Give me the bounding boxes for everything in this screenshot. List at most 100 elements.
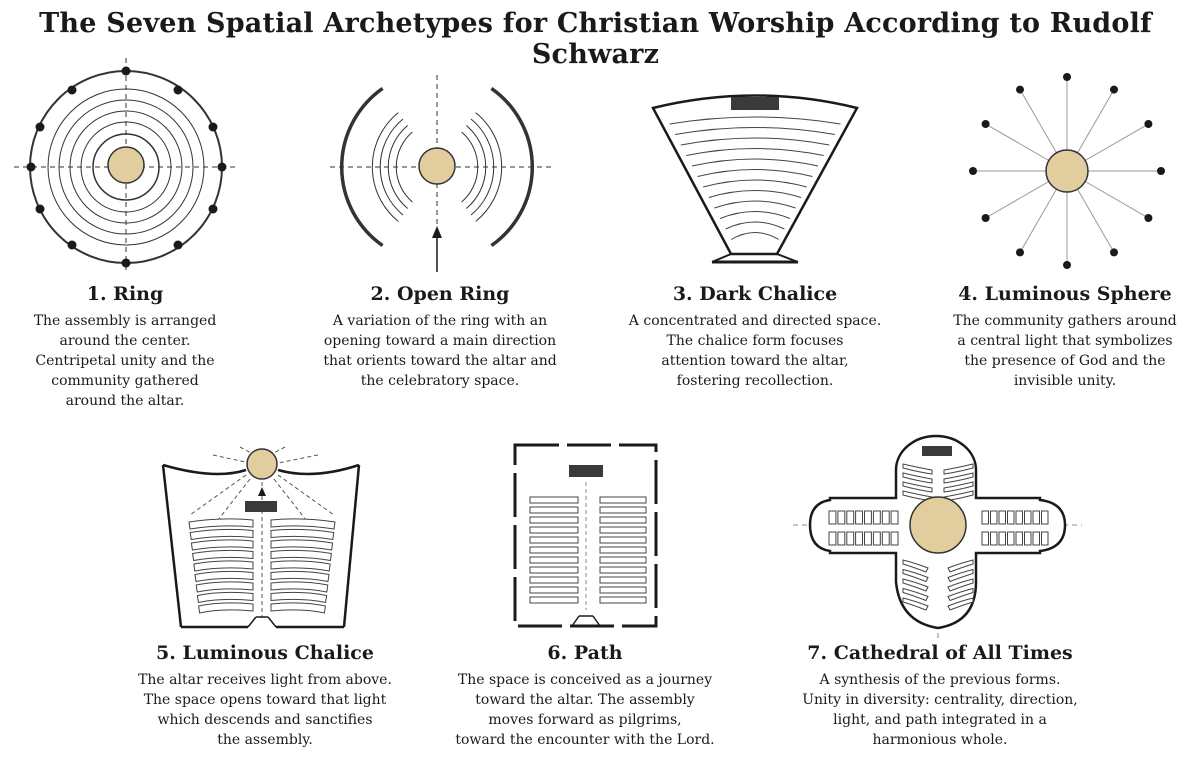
pew-arc [669, 116, 841, 125]
pew [1024, 510, 1032, 525]
pew [529, 506, 579, 514]
pew [529, 496, 579, 504]
pew [188, 518, 254, 530]
pew [599, 566, 647, 574]
pew [270, 570, 330, 583]
pew [943, 472, 974, 484]
pew [947, 587, 974, 602]
pew [990, 510, 998, 525]
pew-arc [697, 169, 813, 177]
pew [529, 586, 579, 594]
caption-cathedral: 7. Cathedral of All Times A synthesis of… [770, 642, 1110, 750]
pew [902, 472, 933, 484]
arrow-up-icon [432, 226, 442, 238]
pew [529, 576, 579, 584]
pew-arc [703, 179, 807, 188]
pew [270, 539, 334, 551]
pew [1032, 531, 1040, 546]
ray-dot [1063, 261, 1071, 269]
pew-arc [708, 190, 802, 198]
pew [1041, 531, 1049, 546]
pew [599, 556, 647, 564]
pew [881, 531, 890, 546]
dark-chalice-diagram [651, 94, 859, 264]
ray-dot [969, 167, 977, 175]
pew [599, 526, 647, 534]
pew [270, 591, 328, 604]
caption-luminous-sphere: 4. Luminous Sphere The community gathers… [940, 283, 1190, 391]
ray-dot [1144, 214, 1153, 222]
caption-heading: 1. Ring [86, 283, 164, 305]
altar-table [731, 97, 779, 110]
pew [270, 602, 326, 614]
caption-heading: 2. Open Ring [370, 283, 510, 305]
pew [943, 463, 974, 475]
caption-open-ring: 2. Open Ring A variation of the ring wit… [290, 283, 590, 391]
pew [529, 546, 579, 554]
pew-arc [730, 232, 780, 240]
pew [981, 531, 989, 546]
pew [902, 559, 929, 573]
pew [189, 528, 254, 541]
pew [599, 496, 647, 504]
caption-heading: 7. Cathedral of All Times [807, 642, 1073, 664]
pew [270, 549, 332, 562]
pew-arc [714, 200, 796, 209]
pew [902, 481, 933, 493]
caption-heading: 3. Dark Chalice [672, 283, 838, 305]
pew [529, 526, 579, 534]
light-circle [1045, 149, 1089, 193]
pew [872, 531, 881, 546]
pew [270, 528, 335, 541]
pew [902, 463, 933, 475]
pew [947, 597, 974, 611]
pew [855, 531, 863, 546]
caption-path: 6. Path The space is conceived as a jour… [425, 642, 745, 750]
pew [902, 578, 929, 592]
luminous-chalice-diagram [161, 446, 361, 629]
altar-table [569, 465, 603, 477]
caption-luminous-chalice: 5. Luminous Chalice The altar receives l… [100, 642, 430, 750]
pew [194, 570, 254, 583]
pew [599, 586, 647, 594]
pew [890, 510, 899, 525]
pew [1007, 510, 1015, 525]
pew [902, 568, 929, 583]
pew [193, 560, 254, 572]
ray-dot [1157, 167, 1165, 175]
pew [846, 531, 855, 546]
pew [192, 549, 254, 562]
pew [270, 560, 331, 572]
pew [1032, 510, 1040, 525]
pew [846, 510, 855, 525]
pew [947, 559, 974, 573]
path-diagram [513, 443, 658, 628]
pew [1015, 531, 1023, 546]
pew [837, 510, 846, 525]
ray-dot [1144, 120, 1153, 128]
pew [890, 531, 899, 546]
pew [599, 576, 647, 584]
pew-arc [725, 221, 785, 230]
pew [196, 591, 254, 604]
pew [855, 510, 863, 525]
pew [1041, 510, 1049, 525]
pew [599, 546, 647, 554]
pew-arc [680, 137, 830, 146]
pew [1024, 531, 1032, 546]
open-ring-diagram [330, 75, 555, 272]
altar-circle [418, 147, 456, 185]
pew [198, 602, 254, 614]
pew [998, 531, 1006, 546]
altar-circle [909, 496, 967, 554]
pew [529, 596, 579, 604]
caption-heading: 5. Luminous Chalice [156, 642, 374, 664]
pew [998, 510, 1006, 525]
pew [599, 536, 647, 544]
pew [881, 510, 890, 525]
pew [837, 531, 846, 546]
pew [864, 531, 872, 546]
pew [599, 516, 647, 524]
ray-dot [1016, 85, 1024, 94]
